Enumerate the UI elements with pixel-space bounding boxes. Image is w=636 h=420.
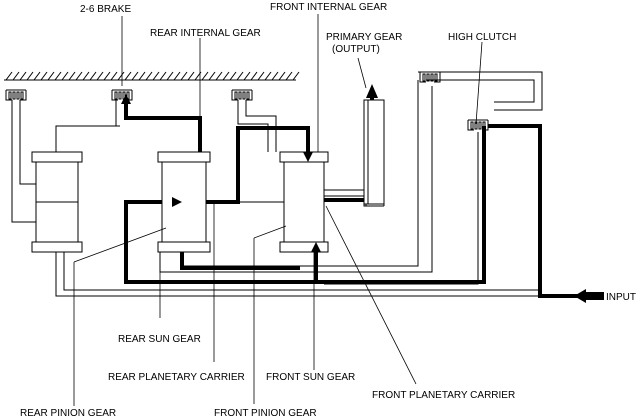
ground-hatch-line [208, 71, 216, 81]
ground-hatch-line [222, 71, 230, 81]
ground-hatch-line [103, 71, 111, 81]
rear-planetary-set [157, 151, 211, 253]
label-input: INPUT [606, 292, 636, 303]
ground-hatch-line [285, 71, 293, 81]
arrow-left-input [574, 289, 586, 303]
label-rear-internal-gear: REAR INTERNAL GEAR [150, 28, 261, 39]
ground-hatch-line [278, 71, 286, 81]
label-front-internal-gear: FRONT INTERNAL GEAR [270, 2, 387, 13]
leader-lines [73, 14, 483, 406]
label-front-planetary-carrier: FRONT PLANETARY CARRIER [372, 390, 515, 401]
ground-hatch-line [5, 71, 13, 81]
label-rear-sun-gear: REAR SUN GEAR [118, 334, 201, 345]
ground-hatch-line [187, 71, 195, 81]
ground-hatch-line [236, 71, 244, 81]
arrow-up-primary-gear [366, 84, 378, 98]
ground-hatch-line [19, 71, 27, 81]
ground-hatch-line [257, 71, 265, 81]
arrow-down-front-internal [303, 152, 313, 162]
ground-hatch-line [271, 71, 279, 81]
ground-hatch-line [250, 71, 258, 81]
ground-hatch-line [117, 71, 125, 81]
ground-hatch-line [61, 71, 69, 81]
ground-hatch-line [124, 71, 132, 81]
rear-pinion-assembly [31, 151, 83, 253]
label-front-pinion-gear: FRONT PINION GEAR [214, 408, 317, 419]
ground-hatch-line [292, 71, 300, 81]
brake-symbol-right [231, 89, 253, 101]
label-high-clutch: HIGH CLUTCH [448, 32, 516, 43]
ground-hatch-line [138, 71, 146, 81]
ground-hatch-line [40, 71, 48, 81]
labels: 2-6 BRAKE REAR INTERNAL GEAR FRONT INTER… [20, 2, 636, 419]
ground-hatch-line [82, 71, 90, 81]
label-2-6-brake: 2-6 BRAKE [80, 4, 131, 15]
clutch-symbols [5, 71, 489, 131]
label-primary-gear-output: (OUTPUT) [332, 44, 380, 55]
transmission-case-ground [4, 71, 300, 81]
ground-hatch-line [110, 71, 118, 81]
ground-hatch-line [47, 71, 55, 81]
ground-hatch-line [229, 71, 237, 81]
label-rear-pinion-gear: REAR PINION GEAR [20, 408, 116, 419]
primary-gear-output [363, 99, 385, 205]
ground-hatch-line [89, 71, 97, 81]
label-front-sun-gear: FRONT SUN GEAR [266, 372, 355, 383]
flow-arrows [121, 84, 604, 303]
ground-hatch-line [68, 71, 76, 81]
label-rear-planetary-carrier: REAR PLANETARY CARRIER [108, 372, 245, 383]
front-planetary-set [279, 151, 329, 253]
ground-hatch-line [166, 71, 174, 81]
thin-shaft-lines [11, 71, 543, 297]
brake-symbol-2-6 [111, 89, 133, 101]
ground-hatch-line [152, 71, 160, 81]
ground-hatch-line [264, 71, 272, 81]
ground-hatch-line [75, 71, 83, 81]
ground-hatch-line [173, 71, 181, 81]
arrow-right-rear-sun [172, 197, 182, 207]
ground-hatch-line [131, 71, 139, 81]
brake-symbol-left [5, 89, 27, 101]
ground-hatch-line [145, 71, 153, 81]
ground-hatch-line [180, 71, 188, 81]
ground-hatch-line [12, 71, 20, 81]
ground-hatch-line [201, 71, 209, 81]
ground-hatch-line [33, 71, 41, 81]
ground-hatch-line [243, 71, 251, 81]
ground-hatch-line [54, 71, 62, 81]
ground-hatch-line [159, 71, 167, 81]
arrow-up-2-6-brake [121, 94, 131, 104]
label-primary-gear: PRIMARY GEAR [326, 32, 402, 43]
ground-hatch-line [26, 71, 34, 81]
ground-hatch-line [96, 71, 104, 81]
ground-hatch-line [215, 71, 223, 81]
arrow-up-front-sun [311, 242, 321, 252]
